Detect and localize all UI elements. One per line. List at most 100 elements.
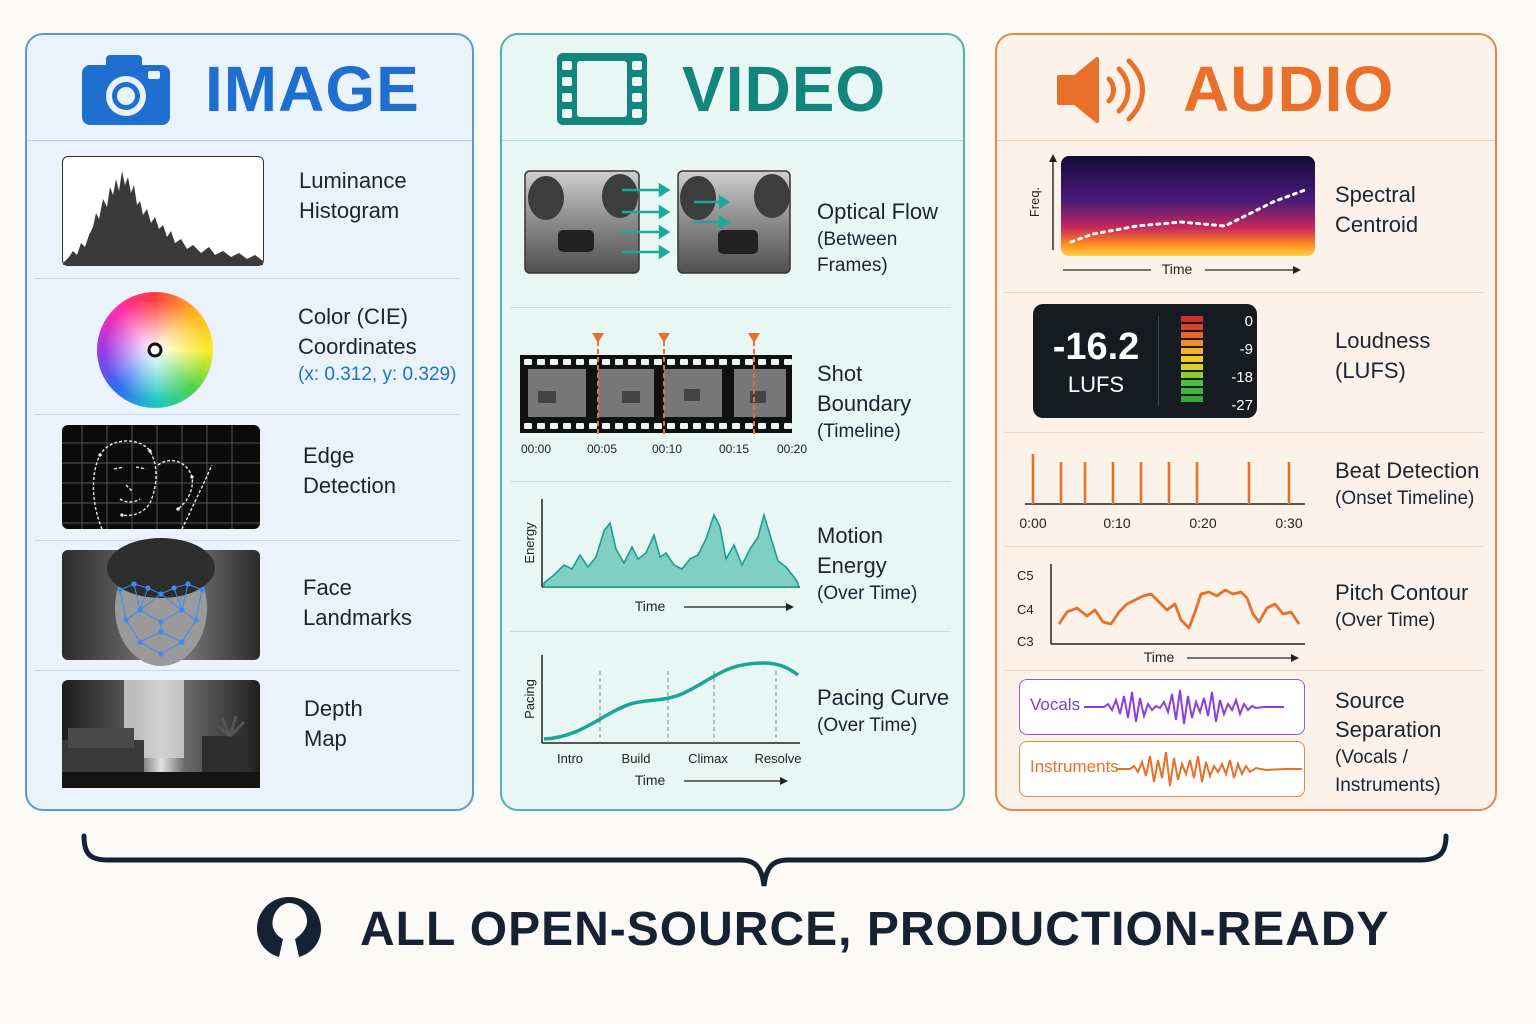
vocals-track-label: Vocals bbox=[1030, 695, 1081, 714]
pitch-xlabel: Time bbox=[1144, 649, 1175, 665]
video-panel-header: VIDEO bbox=[502, 35, 963, 141]
film-sprocket-hole bbox=[537, 423, 545, 429]
loudness-label: Loudness(LUFS) bbox=[1335, 328, 1431, 383]
film-sprocket-hole bbox=[615, 359, 623, 365]
image-panel-header: IMAGE bbox=[27, 35, 472, 141]
shot-tick-label: 00:15 bbox=[719, 442, 749, 456]
film-sprocket-hole bbox=[693, 359, 701, 365]
pitch-contour-row: C5 C4 C3 Time Pitch Contour(Over Time) bbox=[1005, 546, 1483, 671]
film-sprocket-hole bbox=[628, 359, 636, 365]
beat-detection-graphic: 0:00 0:10 0:20 0:30 bbox=[1009, 446, 1309, 540]
film-sprocket-hole bbox=[576, 423, 584, 429]
film-sprocket-hole bbox=[628, 423, 636, 429]
beat-tick-label: 0:30 bbox=[1275, 515, 1302, 531]
grouping-brace bbox=[81, 833, 1449, 887]
color-coordinates-row: Color (CIE)Coordinates (x: 0.312, y: 0.3… bbox=[35, 278, 460, 415]
film-sprocket-hole bbox=[693, 423, 701, 429]
film-sprocket-hole bbox=[771, 359, 779, 365]
color-wheel-graphic bbox=[97, 292, 213, 408]
instruments-track: Instruments bbox=[1019, 741, 1305, 797]
pacing-curve-label: Pacing Curve(Over Time) bbox=[817, 685, 950, 736]
vocals-track: Vocals bbox=[1019, 679, 1305, 735]
pacing-phase-label: Build bbox=[622, 751, 651, 766]
motion-energy-xlabel: Time bbox=[635, 598, 666, 614]
film-sprocket-hole bbox=[784, 359, 792, 365]
spectral-ylabel: Freq. bbox=[1027, 187, 1042, 217]
film-sprocket-hole bbox=[667, 359, 675, 365]
footer-text: ALL OPEN-SOURCE, PRODUCTION-READY bbox=[360, 903, 1390, 956]
instruments-track-label: Instruments bbox=[1030, 757, 1119, 776]
pacing-curve-graphic: Pacing Intro Build Climax Resolve Time bbox=[514, 651, 804, 797]
film-sprocket-hole bbox=[589, 359, 597, 365]
shot-boundary-graphic: 00:00 00:05 00:10 00:15 00:20 bbox=[514, 329, 807, 461]
film-sprocket-hole bbox=[563, 423, 571, 429]
film-sprocket-hole bbox=[784, 423, 792, 429]
film-sprocket-hole bbox=[667, 423, 675, 429]
film-sprocket-hole bbox=[589, 423, 597, 429]
pacing-phase-label: Intro bbox=[557, 751, 583, 766]
film-sprocket-hole bbox=[719, 359, 727, 365]
film-sprocket-hole bbox=[745, 359, 753, 365]
beat-tick-label: 0:20 bbox=[1189, 515, 1216, 531]
film-sprocket-hole bbox=[771, 423, 779, 429]
film-sprocket-hole bbox=[615, 423, 623, 429]
shot-tick-label: 00:00 bbox=[521, 442, 551, 456]
optical-flow-graphic bbox=[524, 170, 792, 276]
film-sprocket-hole bbox=[680, 423, 688, 429]
beat-tick-label: 0:00 bbox=[1019, 515, 1046, 531]
camera-icon bbox=[82, 55, 170, 125]
motion-energy-graphic: Energy Time bbox=[514, 495, 804, 617]
image-title: IMAGE bbox=[205, 53, 420, 125]
film-strip-icon bbox=[557, 53, 647, 125]
depth-map-graphic bbox=[62, 680, 260, 788]
shot-tick-label: 00:10 bbox=[652, 442, 682, 456]
film-sprocket-hole bbox=[602, 423, 610, 429]
film-sprocket-hole bbox=[745, 423, 753, 429]
pacing-ylabel: Pacing bbox=[522, 679, 537, 719]
spectral-xlabel: Time bbox=[1162, 261, 1193, 277]
color-coordinates-label: Color (CIE)Coordinates (x: 0.312, y: 0.3… bbox=[298, 302, 456, 388]
edge-detection-graphic bbox=[62, 425, 260, 530]
film-sprocket-hole bbox=[550, 423, 558, 429]
film-sprocket-hole bbox=[537, 359, 545, 365]
open-source-icon bbox=[257, 897, 321, 957]
video-panel: VIDEO Optical Flo bbox=[500, 33, 965, 811]
film-sprocket-hole bbox=[524, 423, 532, 429]
loudness-scale: 0-9-18-27 bbox=[1231, 313, 1253, 414]
film-sprocket-hole bbox=[602, 359, 610, 365]
shot-tick-label: 00:20 bbox=[777, 442, 807, 456]
film-sprocket-hole bbox=[641, 423, 649, 429]
pitch-contour-graphic: C5 C4 C3 Time bbox=[1009, 560, 1309, 668]
film-sprocket-hole bbox=[654, 359, 662, 365]
film-sprocket-hole bbox=[732, 359, 740, 365]
spectral-centroid-graphic: Freq. Time bbox=[1009, 154, 1315, 282]
beat-detection-row: 0:00 0:10 0:20 0:30 Beat Detection(Onset… bbox=[1005, 432, 1483, 547]
film-sprocket-hole bbox=[524, 359, 532, 365]
luminance-histogram-graphic bbox=[62, 156, 264, 266]
film-sprocket-hole bbox=[563, 359, 571, 365]
film-sprocket-hole bbox=[706, 423, 714, 429]
film-sprocket-hole bbox=[641, 359, 649, 365]
film-sprocket-hole bbox=[719, 423, 727, 429]
pitch-ytick: C5 bbox=[1017, 568, 1034, 583]
film-sprocket-hole bbox=[550, 359, 558, 365]
motion-energy-row: Energy Time Motion Energy(Over Time) bbox=[510, 481, 951, 632]
pacing-xlabel: Time bbox=[635, 772, 666, 788]
pacing-phase-label: Resolve bbox=[755, 751, 802, 766]
beat-detection-label: Beat Detection(Onset Timeline) bbox=[1335, 458, 1480, 509]
pacing-phase-label: Climax bbox=[688, 751, 728, 766]
motion-energy-ylabel: Energy bbox=[522, 522, 537, 564]
film-sprocket-hole bbox=[576, 359, 584, 365]
shot-boundary-label: Shot Boundary(Timeline) bbox=[817, 361, 912, 442]
pitch-ytick: C4 bbox=[1017, 602, 1034, 617]
speaker-icon bbox=[1057, 57, 1145, 123]
face-landmarks-graphic bbox=[62, 538, 260, 666]
film-sprocket-hole bbox=[706, 359, 714, 365]
